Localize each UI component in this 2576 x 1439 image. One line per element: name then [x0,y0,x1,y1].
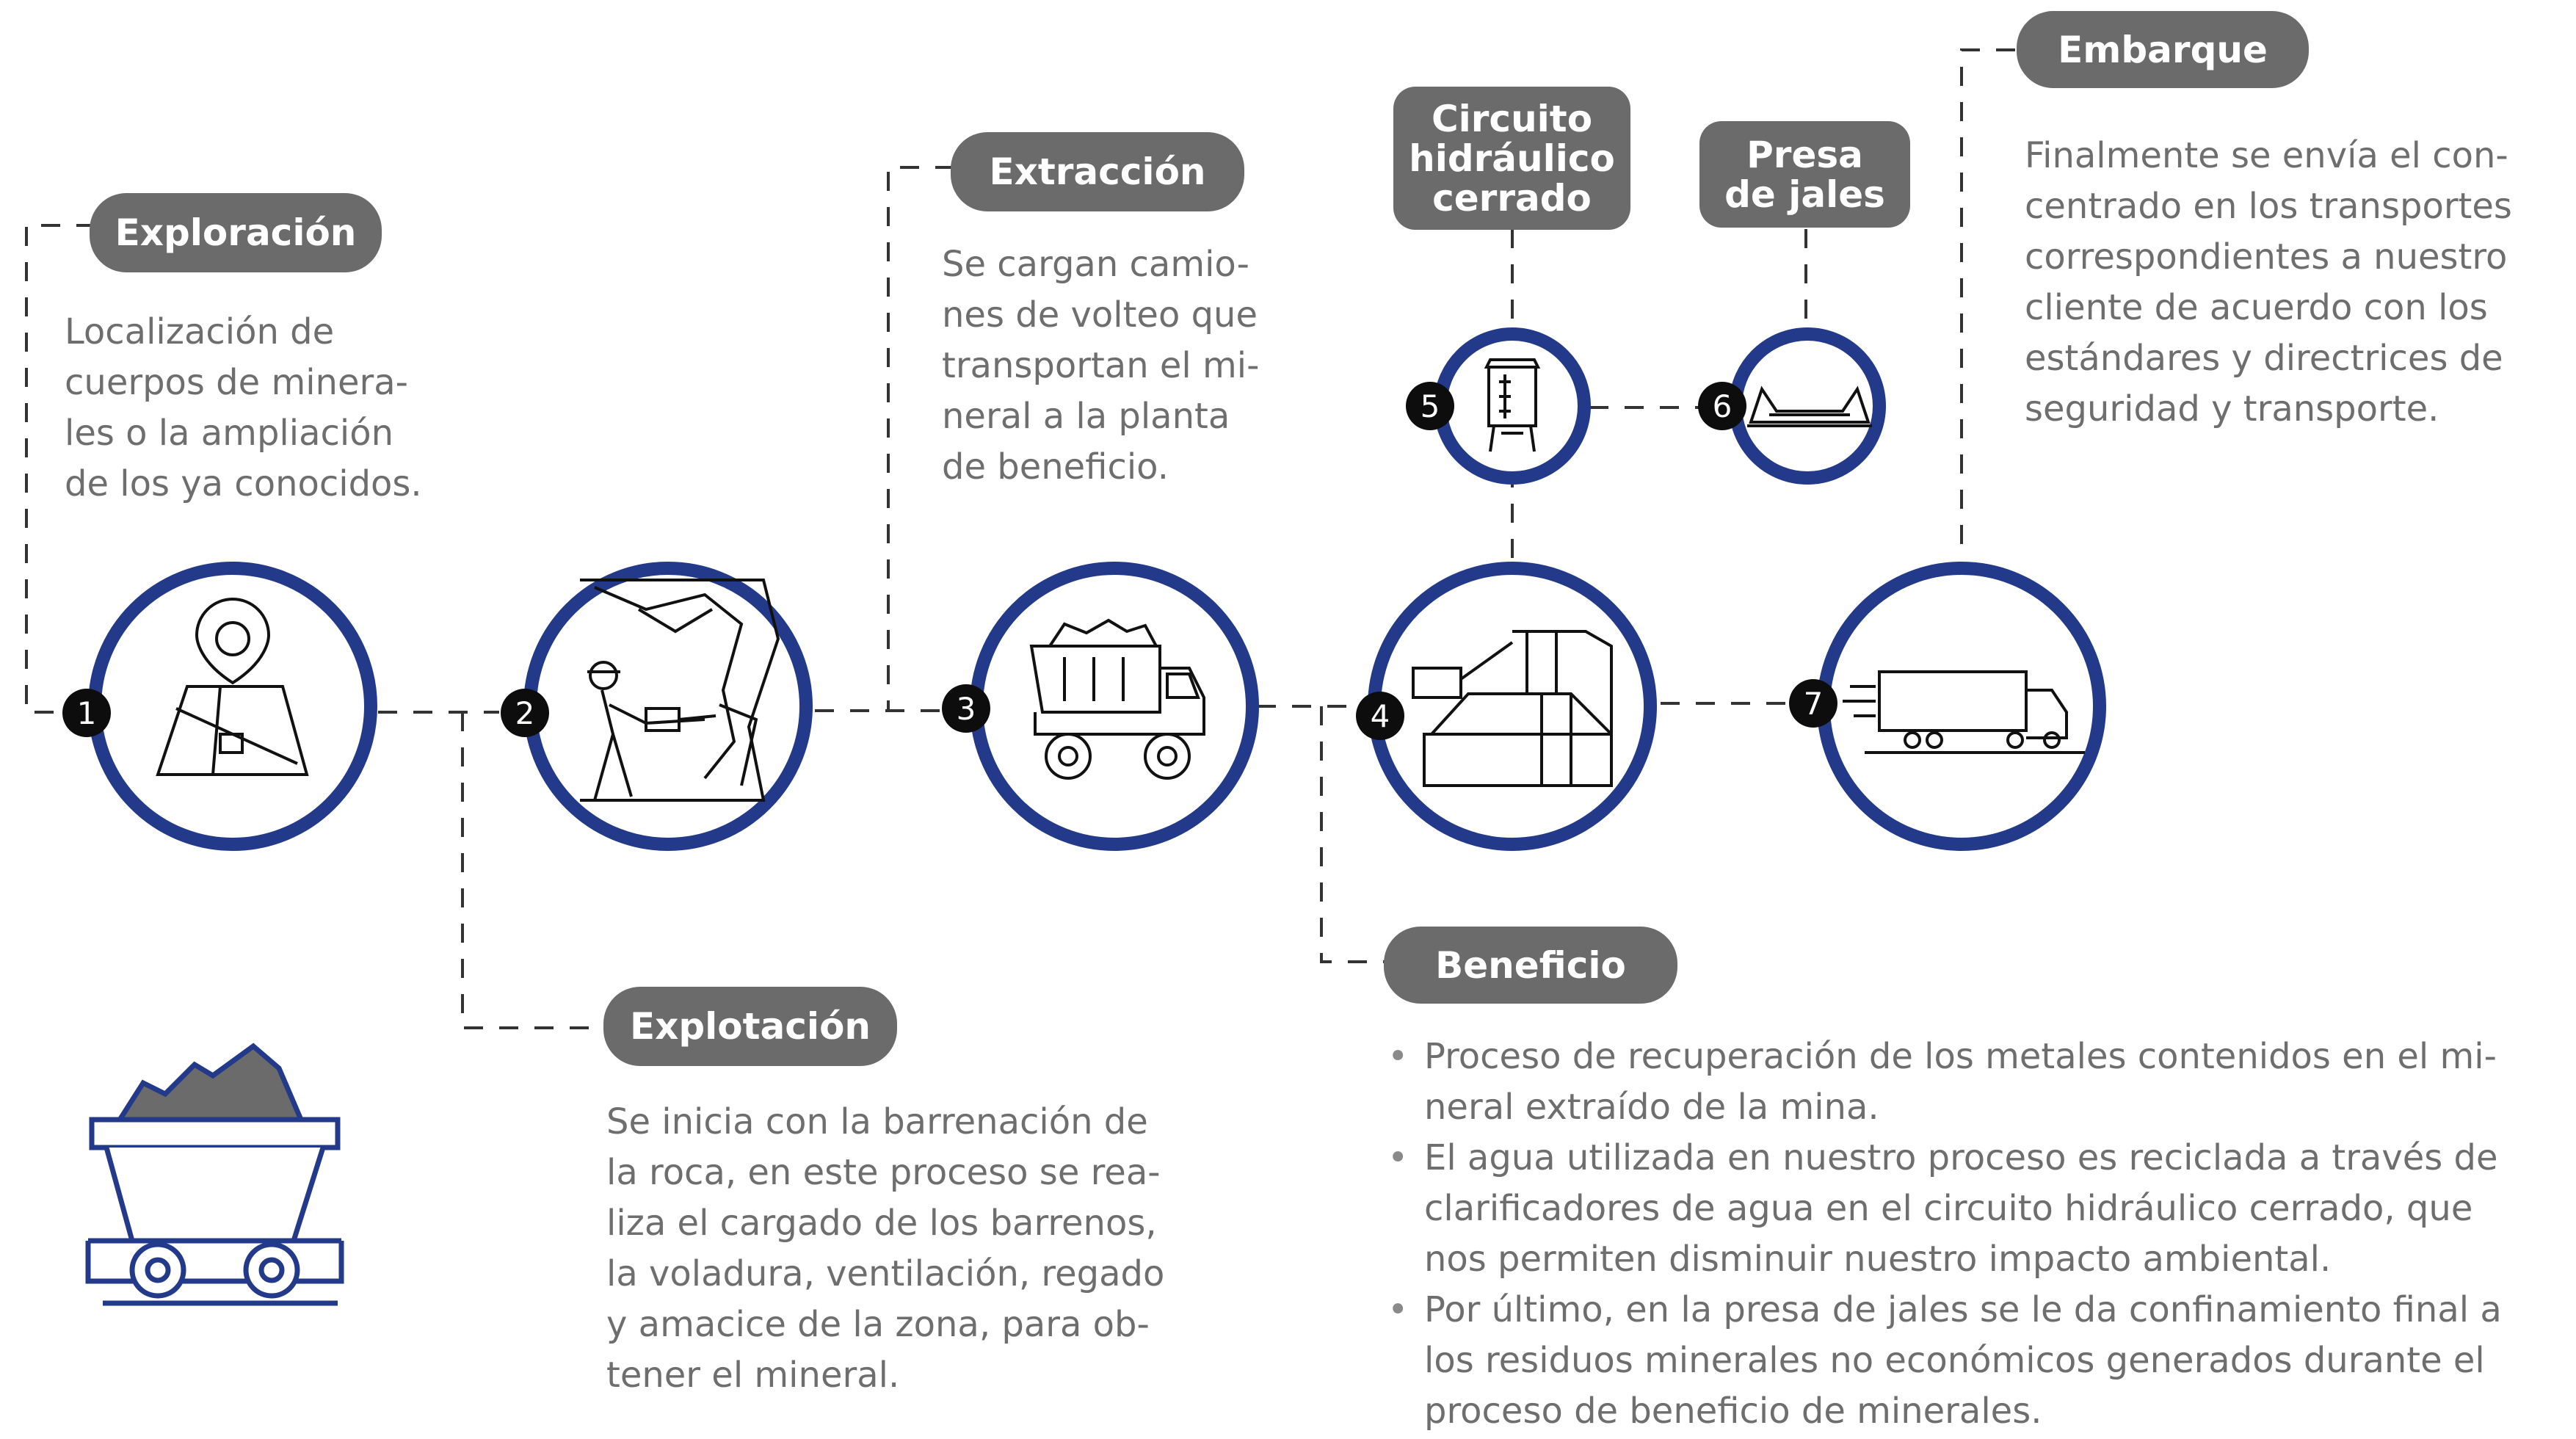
pill-circuito-line-2: hidráulico [1409,137,1615,180]
bullet-line: clarificadores de agua en el circuito hi… [1424,1188,2473,1229]
desc-line: nes de volteo que [942,294,1258,336]
desc-line: liza el cargado de los barrenos, [606,1203,1157,1244]
desc-line: y amacice de la zona, para ob- [606,1304,1150,1345]
dump-truck-icon [1029,618,1205,780]
bullet-line: Por último, en la presa de jales se le d… [1424,1289,2502,1330]
processing-plant-icon [1412,630,1613,787]
pill-extraccion: Extracción [951,132,1244,211]
bullet-line: nos permiten disminuir nuestro impacto a… [1424,1239,2332,1280]
bullet-line: neral extraído de la mina. [1424,1087,1879,1128]
pill-beneficio: Beneficio [1384,927,1677,1004]
desc-line: la voladura, ventilación, regado [606,1253,1165,1294]
step-number-1: 1 [62,689,111,737]
pill-circuito-line-1: Circuito [1431,97,1593,140]
pill-exploracion: Exploración [90,193,382,272]
pill-presa-line-1: Presa [1746,133,1863,176]
desc-explotacion: Se inicia con la barrenación de la roca,… [606,1097,1164,1401]
pill-circuito-line-3: cerrado [1432,176,1592,220]
circle-step-7 [1817,562,2106,851]
circle-step-2 [523,562,813,851]
map-location-icon [156,598,309,776]
connector-embarque [1960,48,2015,558]
desc-line: Localización de [65,311,335,352]
desc-extraccion: Se cargan camio- nes de volteo que trans… [942,239,1259,493]
desc-line: seguridad y transporte. [2025,388,2439,429]
bullet-line: Proceso de recuperación de los metales c… [1424,1036,2497,1077]
pill-explotacion: Explotación [603,987,897,1066]
bullet-item: Por último, en la presa de jales se le d… [1380,1285,2502,1437]
tailings-dam-icon [1747,385,1872,427]
water-tank-icon [1484,358,1541,452]
bullet-line: los residuos minerales no económicos gen… [1424,1340,2485,1381]
desc-line: cliente de acuerdo con los [2025,287,2488,328]
step-number-4: 4 [1356,692,1404,740]
desc-line: transportan el mi- [942,345,1260,386]
step-number-7: 7 [1789,679,1837,728]
circle-step-4 [1368,562,1657,851]
pill-embarque: Embarque [2017,11,2309,88]
step-number-5: 5 [1406,382,1454,430]
pill-circuito-hidraulico: Circuito hidráulico cerrado [1393,87,1630,230]
step-number-3: 3 [942,684,990,733]
pill-presa-line-2: de jales [1724,173,1885,216]
miner-drilling-icon [580,579,780,802]
desc-line: Se cargan camio- [942,244,1249,285]
step-number-6: 6 [1698,382,1746,430]
bullet-line: El agua utilizada en nuestro proceso es … [1424,1137,2498,1178]
desc-line: de beneficio. [942,446,1169,487]
bullet-line: proceso de beneficio de minerales. [1424,1391,2042,1432]
desc-line: centrado en los transportes [2025,186,2512,227]
desc-exploracion: Localización de cuerpos de minera- les o… [65,307,422,510]
desc-embarque: Finalmente se envía el con- centrado en … [2025,131,2512,435]
circle-step-3 [970,562,1259,851]
step-number-2: 2 [501,689,549,737]
connector-extraccion [887,166,954,709]
pill-presa-de-jales: Presa de jales [1699,121,1910,228]
mine-cart-icon [85,1043,344,1306]
bullet-item: El agua utilizada en nuestro proceso es … [1380,1133,2502,1285]
desc-line: tener el mineral. [606,1355,900,1396]
desc-line: Finalmente se envía el con- [2025,135,2508,176]
circle-step-5 [1434,327,1591,485]
desc-line: correspondientes a nuestro [2025,236,2508,278]
desc-line: Se inicia con la barrenación de [606,1101,1148,1142]
desc-line: la roca, en este proceso se rea- [606,1152,1161,1193]
desc-line: de los ya conocidos. [65,463,422,504]
desc-line: cuerpos de minera- [65,362,408,403]
desc-line: neral a la planta [942,396,1230,437]
desc-line: estándares y directrices de [2025,338,2503,379]
desc-line: les o la ampliación [65,413,394,454]
shipping-truck-icon [1843,670,2085,754]
bullet-item: Proceso de recuperación de los metales c… [1380,1032,2502,1133]
beneficio-bullet-list: Proceso de recuperación de los metales c… [1380,1032,2502,1437]
connector-beneficio [1320,706,1387,963]
connector-exploracion [25,224,95,714]
